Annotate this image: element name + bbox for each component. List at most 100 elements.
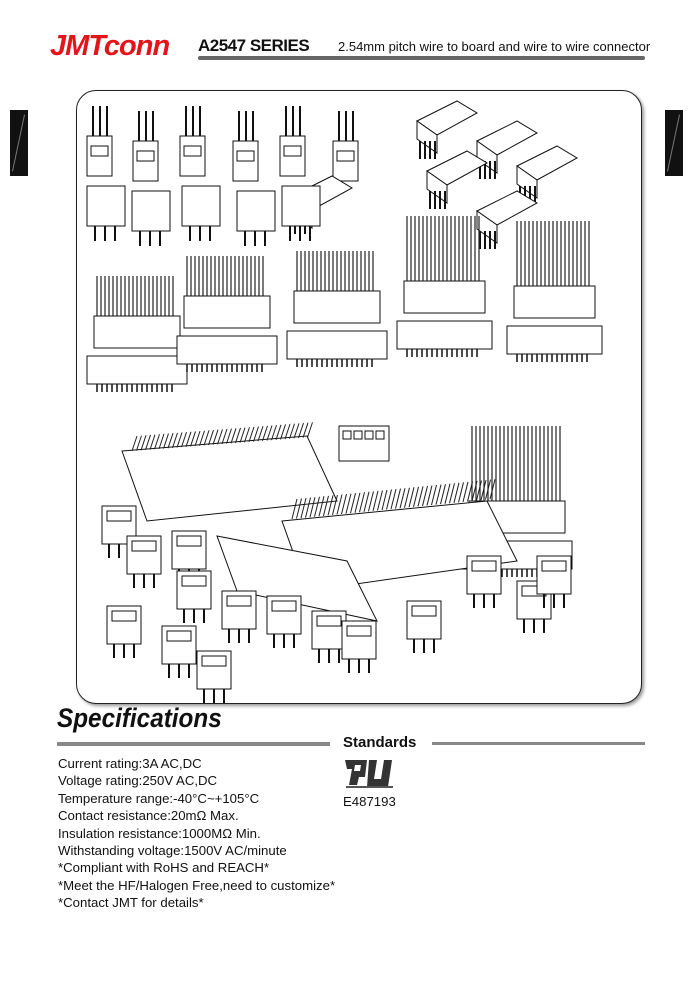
wire-housing-4-latch [283, 145, 302, 157]
specifications-heading: Specifications [57, 703, 222, 733]
ribbon-wire [399, 488, 406, 509]
idc-b-box-header [176, 335, 278, 365]
header-divider [198, 56, 645, 60]
idc-d-box-header [396, 320, 493, 350]
ribbon-wire [296, 498, 302, 519]
ribbon-wire [140, 435, 147, 451]
ribbon-wire [426, 485, 433, 506]
ribbon-wire [167, 433, 174, 449]
wafer-header-latch [106, 510, 132, 522]
ribbon-wire [163, 433, 169, 449]
brand-logo: JMTconn [50, 30, 170, 62]
ribbon-wire [471, 480, 478, 502]
wafer-header-latch [201, 655, 227, 667]
socket-cavity [353, 430, 363, 440]
wafer-header-latch [541, 560, 567, 572]
wafer-0 [86, 185, 126, 227]
ribbon-wire [217, 429, 223, 445]
ribbon-wire [253, 426, 259, 442]
idc-c-housing [293, 290, 381, 324]
ribbon-wire [190, 431, 196, 447]
standards-heading: Standards [343, 734, 417, 751]
spec-item: *Meet the HF/Halogen Free,need to custom… [58, 877, 336, 893]
wafer-1 [131, 190, 171, 232]
ribbon-wire [386, 489, 392, 510]
wafer-header-latch [471, 560, 497, 572]
wire-housing-5-latch [336, 150, 355, 162]
ribbon-wire [431, 484, 437, 506]
ribbon-wire [305, 497, 311, 518]
ribbon-wire [271, 424, 277, 441]
ribbon-wire [480, 479, 487, 501]
ribbon-wire [368, 491, 374, 512]
ribbon-wire [302, 422, 309, 438]
ribbon-wire [350, 493, 356, 514]
wafer-header-latch [271, 600, 297, 612]
ribbon-wire [336, 494, 343, 515]
standards-divider [432, 742, 645, 745]
idc-a-housing [93, 315, 181, 349]
idc-b-housing [183, 295, 271, 329]
right-edge-tab-mark [665, 110, 683, 176]
ribbon-wire [309, 497, 316, 518]
idc-c-box-header [286, 330, 388, 360]
series-title: A2547 SERIES [198, 36, 310, 55]
wire-housing-3-latch [236, 150, 255, 162]
ribbon-wire [212, 429, 219, 445]
idc-a-box-header [86, 355, 188, 385]
ribbon-wire [377, 490, 383, 511]
ribbon-wire [289, 423, 295, 439]
ribbon-wire [275, 424, 282, 440]
angled-header-2-side [476, 140, 498, 174]
product-illustration-panel [76, 90, 642, 704]
wafer-header-latch [111, 610, 137, 622]
ribbon-wire [172, 432, 178, 449]
ribbon-wire [449, 483, 455, 504]
wafer-3 [236, 190, 276, 232]
ul-file-number: E487193 [343, 794, 396, 809]
ribbon-wire [314, 496, 320, 517]
ribbon-wire [327, 495, 334, 516]
socket-cavity [375, 430, 385, 440]
specifications-divider [57, 742, 330, 746]
ribbon-wire [381, 489, 388, 511]
ribbon-wire [440, 484, 446, 505]
ribbon-wire [372, 490, 379, 512]
wafer-header-latch [411, 605, 437, 617]
ribbon-wire [485, 479, 491, 500]
ribbon-wire [300, 497, 307, 519]
idc-e-housing [513, 285, 596, 319]
ribbon-wire [257, 426, 264, 442]
wafer-header-latch [316, 615, 342, 627]
spec-item: *Compliant with RoHS and REACH* [58, 860, 270, 876]
ribbon-wire [230, 428, 237, 444]
series-subtitle: 2.54mm pitch wire to board and wire to w… [338, 39, 651, 54]
ribbon-wire [359, 492, 365, 513]
wire-housing-0-latch [90, 145, 109, 157]
ribbon-wire [293, 423, 300, 439]
ribbon-wire [341, 493, 347, 515]
spec-item: Temperature range:-40°C~+105°C [58, 790, 260, 806]
wafer-header-latch [176, 535, 202, 547]
ribbon-wire [248, 426, 255, 443]
ribbon-wire [345, 493, 352, 514]
ribbon-wire [221, 428, 228, 445]
ribbon-wire [318, 496, 325, 517]
wafer-header-latch [181, 575, 207, 587]
spec-item: Contact resistance:20mΩ Max. [58, 808, 239, 824]
specifications-list: Current rating:3A AC,DC Voltage rating:2… [58, 755, 335, 912]
wafer-header-latch [226, 595, 252, 607]
ribbon-wire [158, 433, 165, 450]
wafer-header-latch [346, 625, 372, 637]
socket-cavity [364, 430, 374, 440]
ribbon-wire [307, 422, 313, 438]
spec-item: Current rating:3A AC,DC [58, 756, 202, 771]
ribbon-wire [226, 428, 232, 444]
idc-d-housing [403, 280, 486, 314]
wafer-header-latch [131, 540, 157, 552]
ribbon-wire [208, 429, 214, 446]
angled-header-3-side [516, 165, 538, 199]
ribbon-wire [194, 430, 201, 447]
spec-item: Voltage rating:250V AC,DC [58, 773, 218, 789]
ribbon-wire [298, 422, 304, 439]
